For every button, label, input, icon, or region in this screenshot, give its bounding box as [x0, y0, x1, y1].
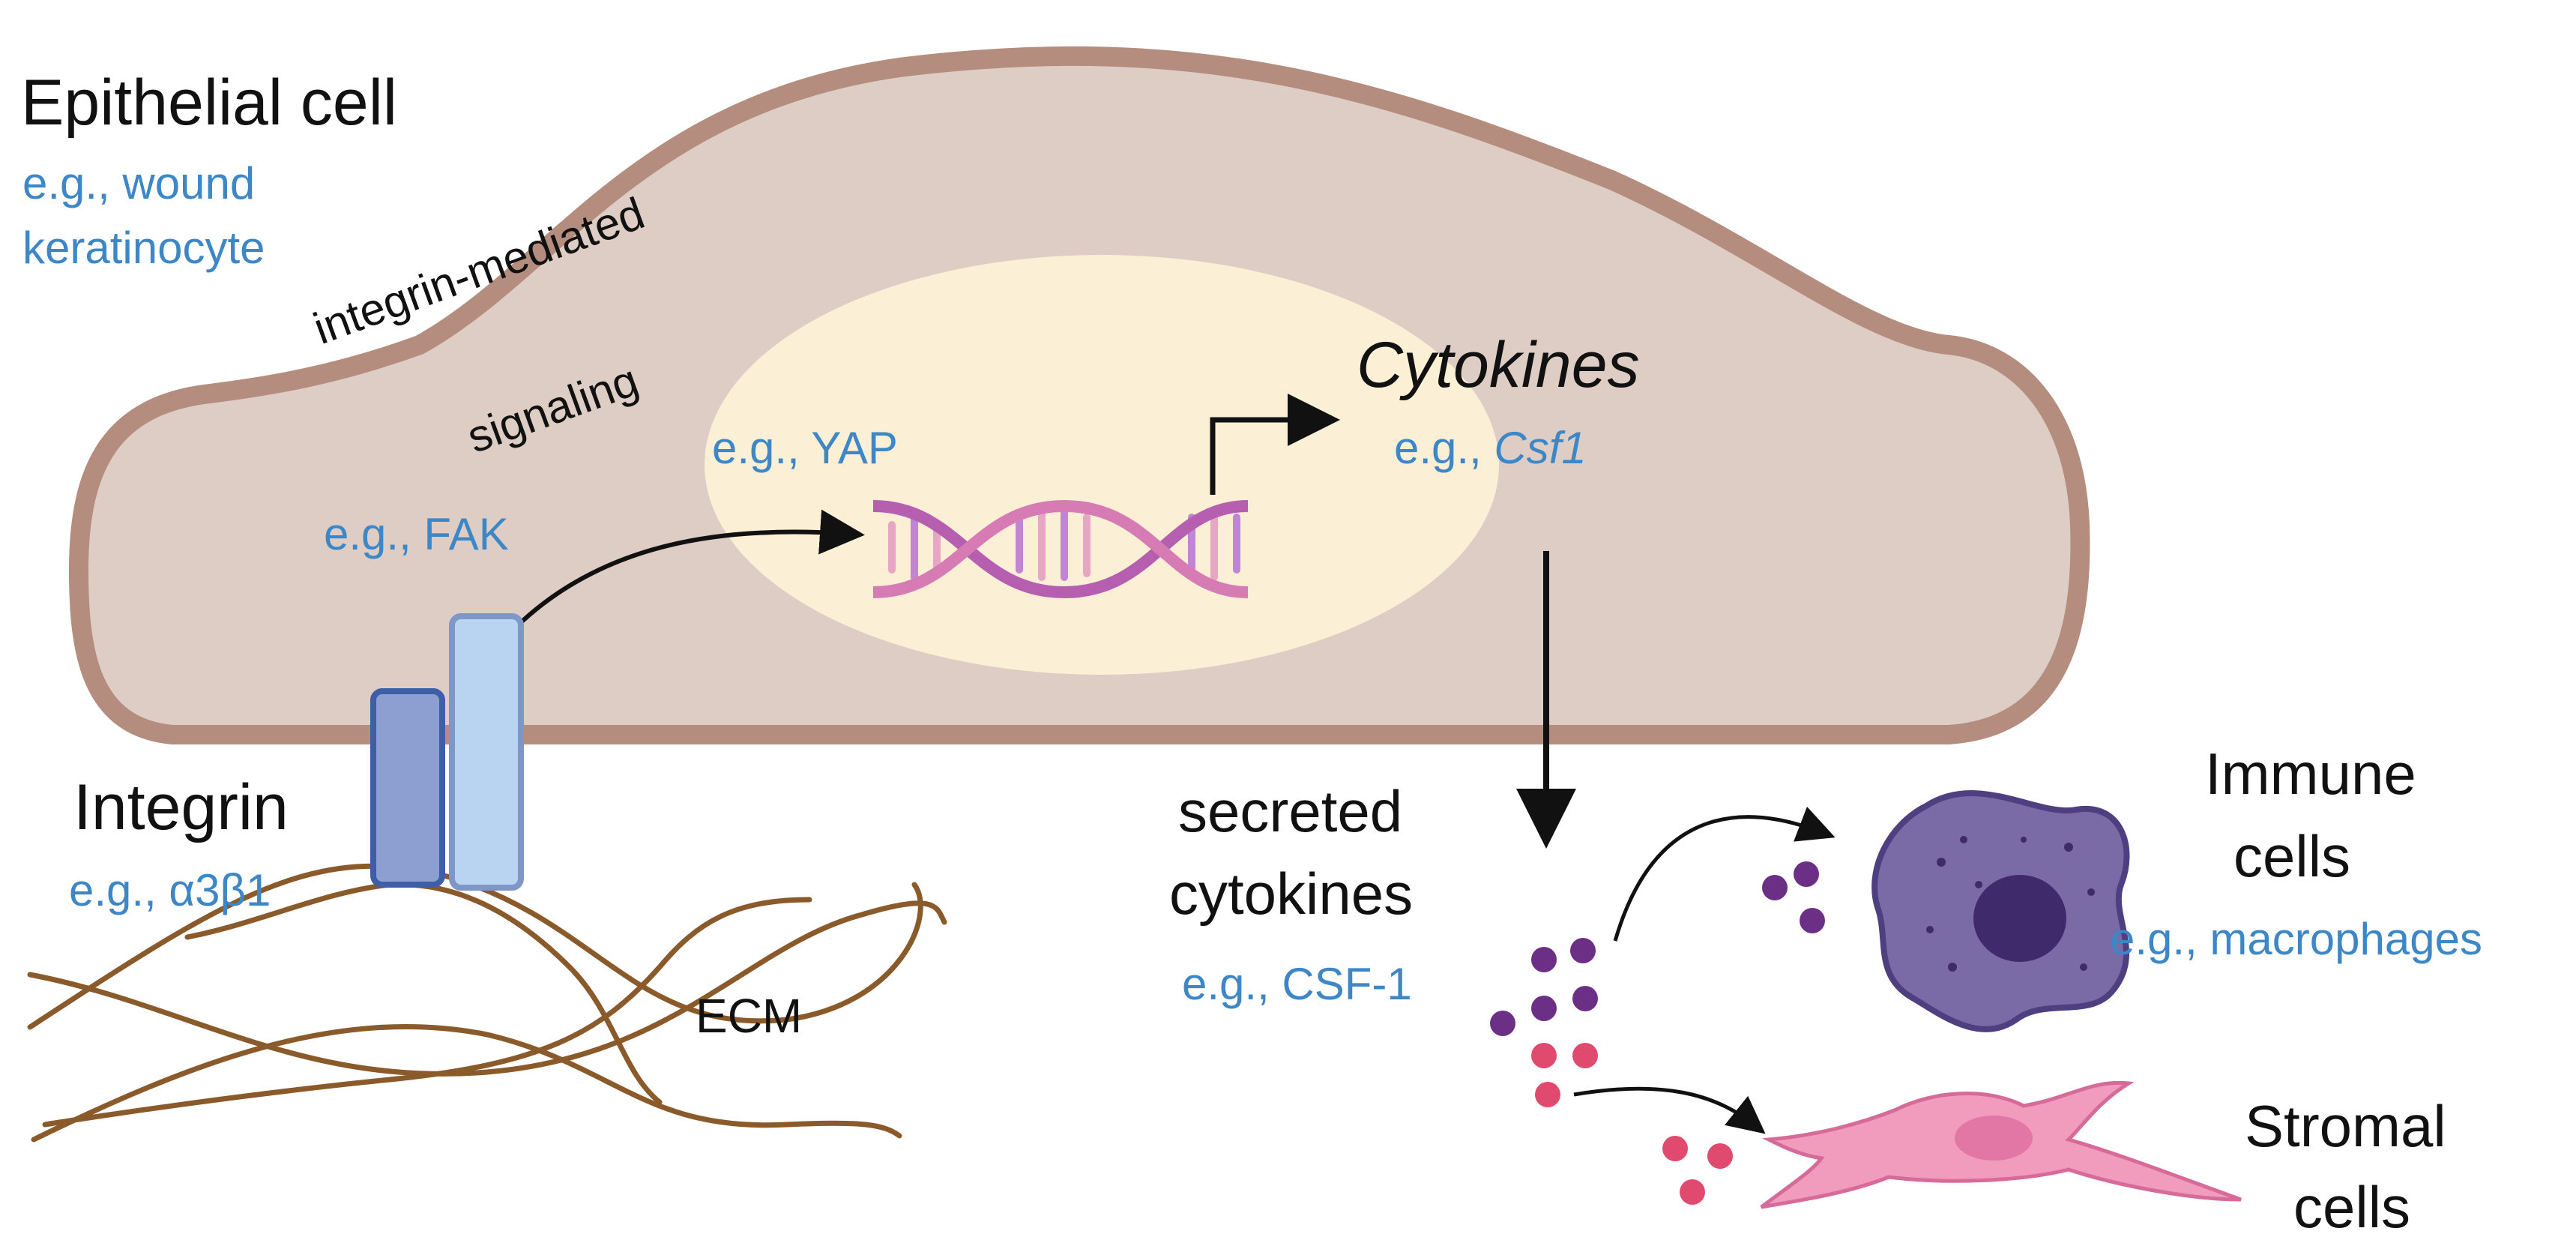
- macrophage-icon: [1871, 790, 2130, 1032]
- transcription-arrow: [1210, 394, 1340, 495]
- signaling-arrow: [515, 509, 865, 628]
- secreted-cytokine-molecules: [1490, 861, 1825, 1205]
- epithelial-cell-title: Epithelial cell: [21, 67, 397, 139]
- arrow-to-stromal-cells: [1573, 1086, 1766, 1134]
- immune-label-line1: Immune: [2205, 741, 2416, 807]
- secreted-label-line1: secreted: [1178, 778, 1403, 844]
- immune-label-line2: cells: [2233, 823, 2351, 889]
- integrin-title: Integrin: [73, 771, 289, 843]
- epithelial-example-line2: keratinocyte: [22, 223, 265, 273]
- secreted-label-line2: cytokines: [1169, 861, 1414, 927]
- immune-example: e.g., macrophages: [2110, 914, 2482, 964]
- ecm-fibers: [27, 863, 947, 1143]
- cytokines-example: e.g., Csf1: [1394, 424, 1587, 473]
- signaling-example: e.g., FAK: [324, 509, 509, 559]
- stromal-cell-icon: [1760, 1080, 2242, 1209]
- cytokines-example-gene: Csf1: [1494, 423, 1587, 473]
- nucleus: [705, 255, 1499, 675]
- integrin-example: e.g., α3β1: [69, 865, 271, 915]
- secreted-example: e.g., CSF-1: [1182, 959, 1412, 1009]
- stromal-label-line2: cells: [2293, 1174, 2411, 1240]
- arrow-to-immune-cells: [1613, 806, 1836, 942]
- epithelial-example-line1: e.g., wound: [22, 158, 256, 208]
- integrin-alpha-subunit: [370, 688, 445, 888]
- integrin-beta-subunit: [449, 613, 524, 891]
- ecm-label: ECM: [696, 989, 803, 1043]
- cytokines-example-prefix: e.g.,: [1394, 423, 1494, 473]
- nucleus-example: e.g., YAP: [712, 423, 898, 473]
- cytokines-title: Cytokines: [1357, 329, 1640, 401]
- dna-helix-icon: [872, 499, 1249, 599]
- stromal-label-line1: Stromal: [2245, 1093, 2446, 1159]
